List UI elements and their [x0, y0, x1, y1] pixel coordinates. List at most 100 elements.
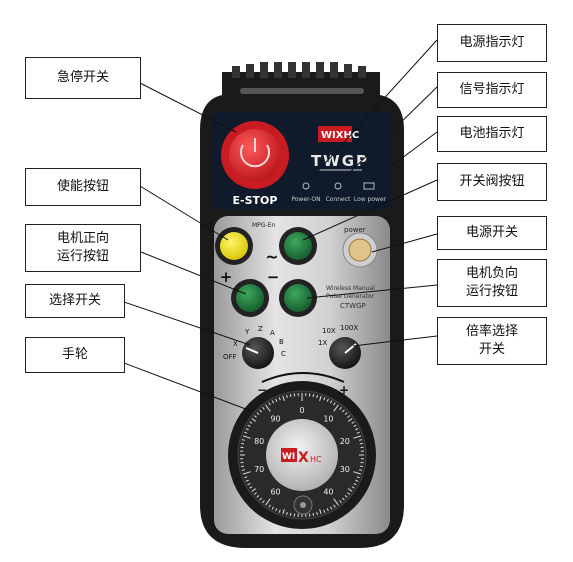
wheel-tick: [247, 482, 251, 486]
wheel-tick: [333, 498, 339, 506]
axis-letter: X: [233, 340, 238, 348]
wheel-tick: [253, 492, 257, 495]
wheel-number: 0: [299, 406, 304, 415]
wheel-tick: [355, 479, 359, 482]
wheel-tick: [333, 402, 336, 406]
wheel-tick: [259, 409, 262, 413]
wheel-tick: [339, 406, 342, 410]
wheel-tick: [262, 500, 265, 504]
wheel-tick: [256, 495, 260, 498]
wheel-tick: [275, 398, 278, 402]
wheel-tick: [359, 465, 363, 468]
wheel-tick: [319, 395, 322, 401]
wheel-tick: [353, 482, 357, 486]
handwheel-center: [266, 419, 338, 491]
wheel-tick: [316, 394, 318, 398]
forward-button: [236, 284, 264, 312]
wheel-number: 90: [270, 415, 280, 424]
svg-text:~: ~: [265, 247, 278, 266]
svg-text:CTWGP: CTWGP: [340, 302, 366, 310]
wheel-tick: [353, 435, 362, 439]
wheel-tick: [347, 418, 353, 422]
wheel-number: 80: [254, 437, 264, 446]
wheel-tick: [244, 431, 248, 434]
wheel-number: 40: [323, 487, 333, 496]
wheel-tick: [326, 398, 329, 402]
wheel-tick: [356, 431, 360, 434]
axis-letter: Z: [258, 325, 263, 333]
wheel-tick: [344, 495, 348, 498]
wheel-tick: [342, 409, 345, 413]
label-select-switch: 选择开关: [25, 284, 125, 318]
wheel-tick: [286, 394, 288, 398]
label-signal-indicator: 信号指示灯: [437, 72, 547, 108]
label-rate-select: 倍率选择 开关: [437, 317, 547, 365]
wheel-tick: [329, 400, 333, 404]
wheel-tick: [282, 509, 285, 515]
axis-letter: Y: [244, 328, 250, 336]
wheel-tick: [245, 479, 249, 482]
label-battery-indicator: 电池指示灯: [437, 116, 547, 152]
label-power-indicator: 电源指示灯: [437, 24, 547, 62]
svg-text:−: −: [267, 268, 280, 286]
svg-text:power: power: [344, 226, 366, 234]
wheel-tick: [262, 406, 265, 410]
wheel-tick: [241, 442, 245, 445]
wheel-tick: [353, 424, 357, 428]
leader-lines: [123, 39, 438, 412]
label-motor-reverse: 电机负向 运行按钮: [437, 259, 547, 307]
rate-label: 100X: [340, 324, 358, 332]
signal-led: [334, 182, 342, 190]
wheel-tick: [342, 497, 345, 501]
wheel-tick: [347, 488, 353, 492]
enable-button: [220, 232, 248, 260]
wheel-tick: [359, 469, 363, 471]
wheel-tick: [242, 471, 251, 475]
label-estop-switch: 急停开关: [25, 57, 141, 99]
wheel-tick: [245, 428, 249, 431]
label-power-switch: 电源开关: [437, 216, 547, 250]
svg-text:TWGP: TWGP: [311, 152, 369, 170]
wheel-tick: [271, 506, 275, 510]
wheel-tick: [241, 439, 245, 441]
axis-letter: B: [279, 338, 284, 346]
wheel-tick: [359, 439, 363, 441]
wheel-number: 70: [254, 465, 264, 474]
wheel-tick: [242, 435, 251, 439]
led-label: Connect: [326, 196, 351, 203]
wheel-tick: [347, 492, 351, 495]
led-label: Low power: [354, 196, 387, 203]
svg-text:−: −: [257, 383, 267, 397]
wheel-tick: [278, 509, 281, 513]
valve-button: [284, 232, 312, 260]
wheel-tick: [356, 476, 360, 479]
wheel-tick: [256, 412, 260, 415]
wheel-tick: [344, 412, 348, 415]
svg-text:WI: WI: [282, 452, 295, 462]
wheel-tick: [241, 469, 245, 471]
axis-letter: A: [270, 329, 275, 337]
wheel-tick: [265, 404, 271, 412]
wheel-number: 30: [340, 465, 350, 474]
battery-led: [363, 182, 375, 190]
rate-label: 1X: [318, 339, 327, 347]
wheel-tick: [249, 421, 253, 424]
wheel-tick: [323, 509, 326, 513]
wheel-tick: [359, 442, 363, 445]
wheel-tick: [351, 486, 355, 489]
rate-label: 10X: [322, 327, 336, 335]
axis-letter: OFF: [223, 353, 237, 361]
wheel-tick: [312, 394, 315, 398]
wheel-tick: [289, 394, 292, 398]
wheel-tick: [323, 397, 326, 401]
svg-text:E-STOP: E-STOP: [233, 194, 278, 207]
wheel-tick: [326, 508, 329, 512]
wheel-tick: [316, 512, 318, 516]
label-handwheel: 手轮: [25, 337, 125, 373]
power-led: [302, 182, 310, 190]
wheel-tick: [329, 506, 333, 510]
wheel-tick: [249, 486, 253, 489]
wheel-tick: [268, 504, 271, 508]
wheel-tick: [339, 500, 342, 504]
